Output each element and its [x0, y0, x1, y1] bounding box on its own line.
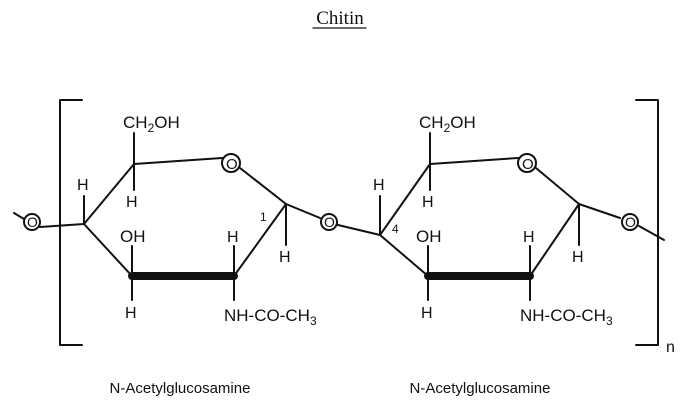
- ring-edge-c2-c1: [233, 203, 287, 277]
- h-c5-bottom-label: H: [422, 194, 434, 211]
- right-glycosidic-link: [578, 203, 665, 241]
- ring-edge-c4-c3: [379, 234, 429, 277]
- nh-co-ch3-label: NH-CO-CH3: [224, 306, 317, 328]
- diagram-title: Chitin: [316, 8, 364, 29]
- oh-c3-label: OH: [416, 227, 442, 246]
- ring-edge-o-c1: [535, 167, 580, 205]
- sugar-unit-1: CH2OH O H H OH H H NH-CO-CH3 H 1 N-Acety…: [77, 113, 317, 397]
- ring-oxygen: [517, 153, 537, 173]
- carbon-number-label: 1: [260, 210, 267, 224]
- glycosidic-oxygen-middle-label: O: [324, 214, 335, 230]
- ring-edge-c5-o: [429, 157, 519, 165]
- ring-edge-c2-c1: [529, 203, 580, 277]
- unit-caption: N-Acetylglucosamine: [410, 380, 551, 397]
- ch2oh-label: CH2OH: [419, 113, 476, 135]
- ring-oxygen-label: O: [226, 156, 238, 173]
- h-c5-bottom-label: H: [126, 194, 138, 211]
- h-c2-top-label: H: [523, 229, 535, 246]
- left-glycosidic-link: [13, 212, 85, 231]
- ch2oh-label: CH2OH: [123, 113, 180, 135]
- h-c3-bottom-label: H: [421, 305, 433, 322]
- left-repeat-bracket: [59, 99, 83, 346]
- glycosidic-oxygen-left-label: O: [27, 214, 38, 230]
- ring-edge-c4-c5: [83, 163, 135, 225]
- h-c3-bottom-label: H: [125, 305, 137, 322]
- h-c1-label: H: [572, 249, 584, 266]
- ring-oxygen-label: O: [522, 156, 534, 173]
- ring-edge-c4-c3: [83, 223, 133, 277]
- ring-oxygen: [221, 153, 241, 173]
- glycosidic-oxygen-right-label: O: [625, 214, 636, 230]
- glycosidic-oxygen-left: [23, 213, 41, 231]
- ring-edge-c5-o: [133, 157, 223, 165]
- ring-edge-c4-c5: [379, 163, 431, 236]
- right-repeat-bracket: [635, 99, 659, 346]
- unit-caption: N-Acetylglucosamine: [110, 380, 251, 397]
- oh-c3-label: OH: [120, 227, 146, 246]
- h-c4-top-label: H: [77, 177, 89, 194]
- h-c4-top-label: H: [373, 177, 385, 194]
- middle-glycosidic-link: [285, 203, 381, 236]
- h-c2-top-label: H: [227, 229, 239, 246]
- glycosidic-oxygen-right: [621, 213, 639, 231]
- sugar-unit-2: CH2OH O H H OH H H NH-CO-CH3 H 4 N-Acety…: [373, 113, 613, 397]
- glycosidic-oxygen-middle: [320, 213, 338, 231]
- nh-co-ch3-label: NH-CO-CH3: [520, 306, 613, 328]
- h-c1-label: H: [279, 249, 291, 266]
- carbon-number-label: 4: [392, 222, 399, 236]
- ring-edge-o-c1: [239, 167, 287, 205]
- repeat-subscript-n: n: [666, 339, 675, 356]
